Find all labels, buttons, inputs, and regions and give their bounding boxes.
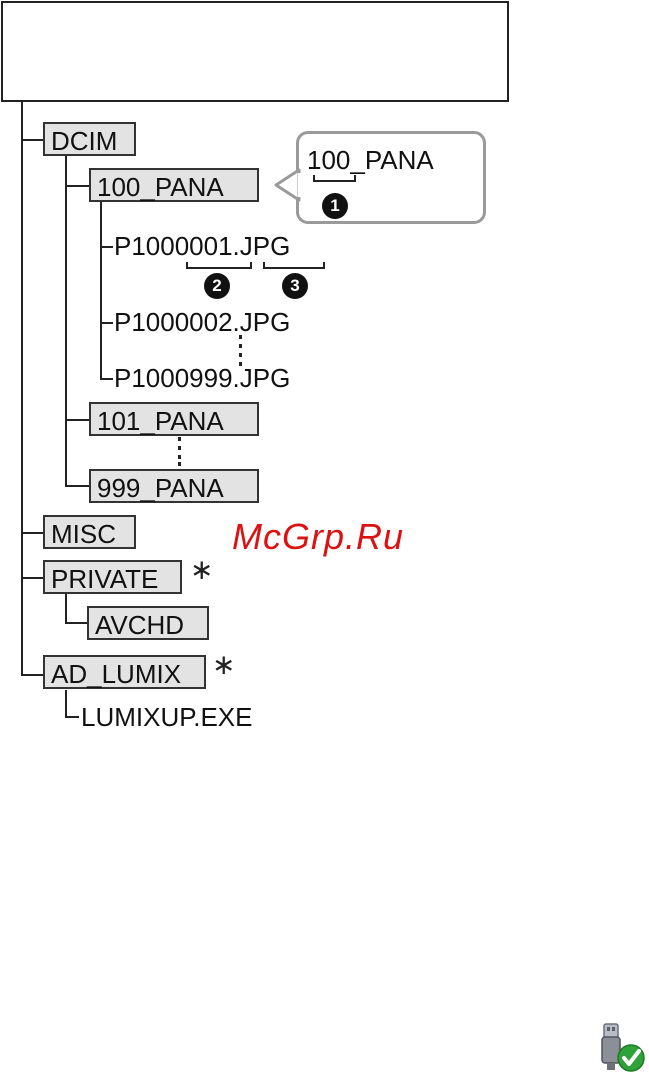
folder-999-pana: 999_PANA [89, 469, 259, 503]
folder-dcim: DCIM [43, 122, 136, 156]
file-p1000002: P1000002.JPG [114, 309, 290, 335]
tree-trunk-line [21, 102, 23, 676]
branch-misc-line [21, 532, 43, 534]
branch-file1-line [100, 246, 113, 248]
branch-file999-line [100, 378, 113, 380]
dcim-child-line [65, 156, 67, 487]
branch-999pana-line [65, 485, 89, 487]
file-p1000001: P1000001.JPG [114, 233, 290, 259]
branch-avchd-line [65, 622, 87, 624]
folder-ad-lumix: AD_LUMIX [43, 655, 206, 689]
callout-folder-name: 100_PANA [307, 147, 434, 173]
watermark-text: McGrp.Ru [232, 516, 404, 558]
file-p1000999: P1000999.JPG [114, 365, 290, 391]
branch-private-line [21, 577, 43, 579]
branch-101pana-line [65, 419, 89, 421]
callout-pointer [272, 168, 302, 202]
branch-adlumix-line [21, 674, 43, 676]
bracket-extension [263, 262, 325, 269]
file-lumixup-exe: LUMIXUP.EXE [81, 704, 252, 730]
usb-connected-icon [598, 1022, 648, 1072]
folder-misc: MISC [43, 515, 136, 549]
bracket-file-number [186, 262, 252, 269]
adlumix-child-line [65, 690, 67, 718]
adlumix-asterisk: ∗ [212, 651, 235, 679]
branch-lumixup-line [65, 716, 79, 718]
callout-bracket [313, 175, 356, 182]
marker-1: 1 [322, 193, 348, 219]
folder-private: PRIVATE [43, 560, 182, 594]
folder-100-pana: 100_PANA [89, 168, 259, 202]
header-frame [1, 1, 509, 102]
pana-child-line [100, 202, 102, 380]
private-asterisk: ∗ [190, 556, 213, 584]
folder-avchd: AVCHD [87, 606, 209, 640]
branch-file2-line [100, 322, 113, 324]
marker-2: 2 [204, 273, 230, 299]
branch-dcim-line [21, 139, 43, 141]
folder-101-pana: 101_PANA [89, 402, 259, 436]
private-child-line [65, 594, 67, 624]
branch-100pana-line [65, 185, 89, 187]
marker-3: 3 [282, 273, 308, 299]
